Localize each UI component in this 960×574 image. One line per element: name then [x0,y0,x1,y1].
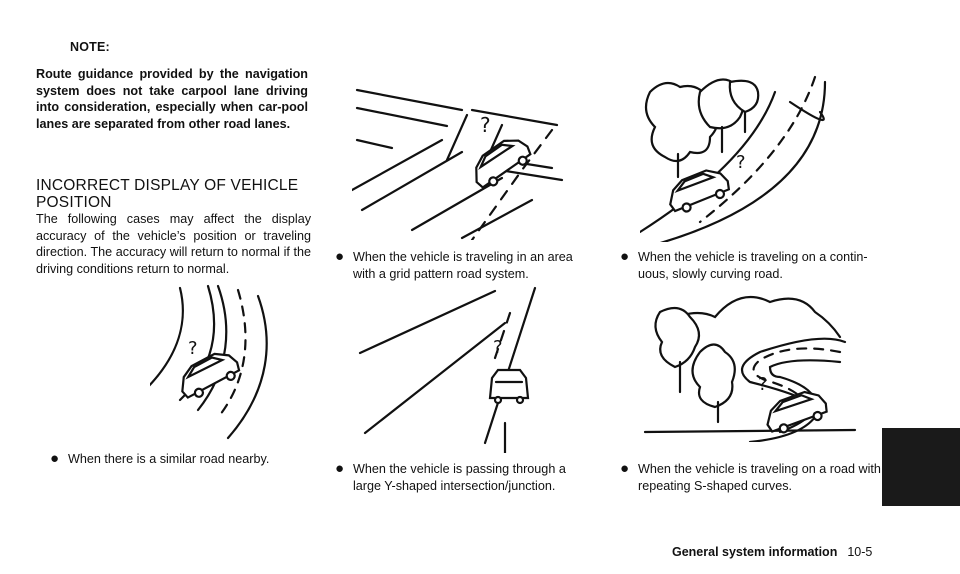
section-intro: The following cases may affect the displ… [36,212,311,276]
note-body: Route guidance provided by the navigatio… [36,67,308,131]
grid-road-illustration: ? [352,80,567,240]
svg-text:?: ? [480,113,491,137]
case-y-junction: ● When the vehicle is passing through a … [335,461,593,494]
bullet-icon: ● [50,450,60,467]
svg-text:?: ? [493,337,503,358]
section-title: INCORRECT DISPLAY OF VEHICLE POSITION [36,177,299,211]
case-caption: When the vehicle is traveling in an area… [353,250,573,281]
similar-road-illustration: ? [150,280,280,440]
y-junction-illustration: ? [355,283,565,453]
svg-text:?: ? [188,338,198,359]
bullet-icon: ● [335,460,345,477]
footer-section: General system information [672,545,838,559]
bullet-icon: ● [335,248,345,265]
case-curving-road: ● When the vehicle is traveling on a con… [620,249,878,282]
svg-text:?: ? [736,152,746,173]
page-number: 10-5 [847,545,873,559]
case-grid-road: ● When the vehicle is traveling in an ar… [335,249,583,282]
case-caption: When the vehicle is passing through a la… [353,462,566,493]
bullet-icon: ● [620,460,630,477]
svg-text:?: ? [758,374,768,395]
s-curves-illustration: ? [640,282,860,442]
case-caption: When there is a similar road nearby. [68,452,270,466]
page-footer: General system information 10-5 [672,545,872,559]
case-similar-road: ● When there is a similar road nearby. [50,451,308,468]
bullet-icon: ● [620,248,630,265]
curving-road-illustration: ? [640,72,840,242]
case-caption: When the vehicle is traveling on a road … [638,462,881,493]
chapter-thumb-tab [882,428,960,506]
case-s-curves: ● When the vehicle is traveling on a roa… [620,461,888,494]
note-label: NOTE: [70,40,110,54]
case-caption: When the vehicle is traveling on a conti… [638,250,868,281]
